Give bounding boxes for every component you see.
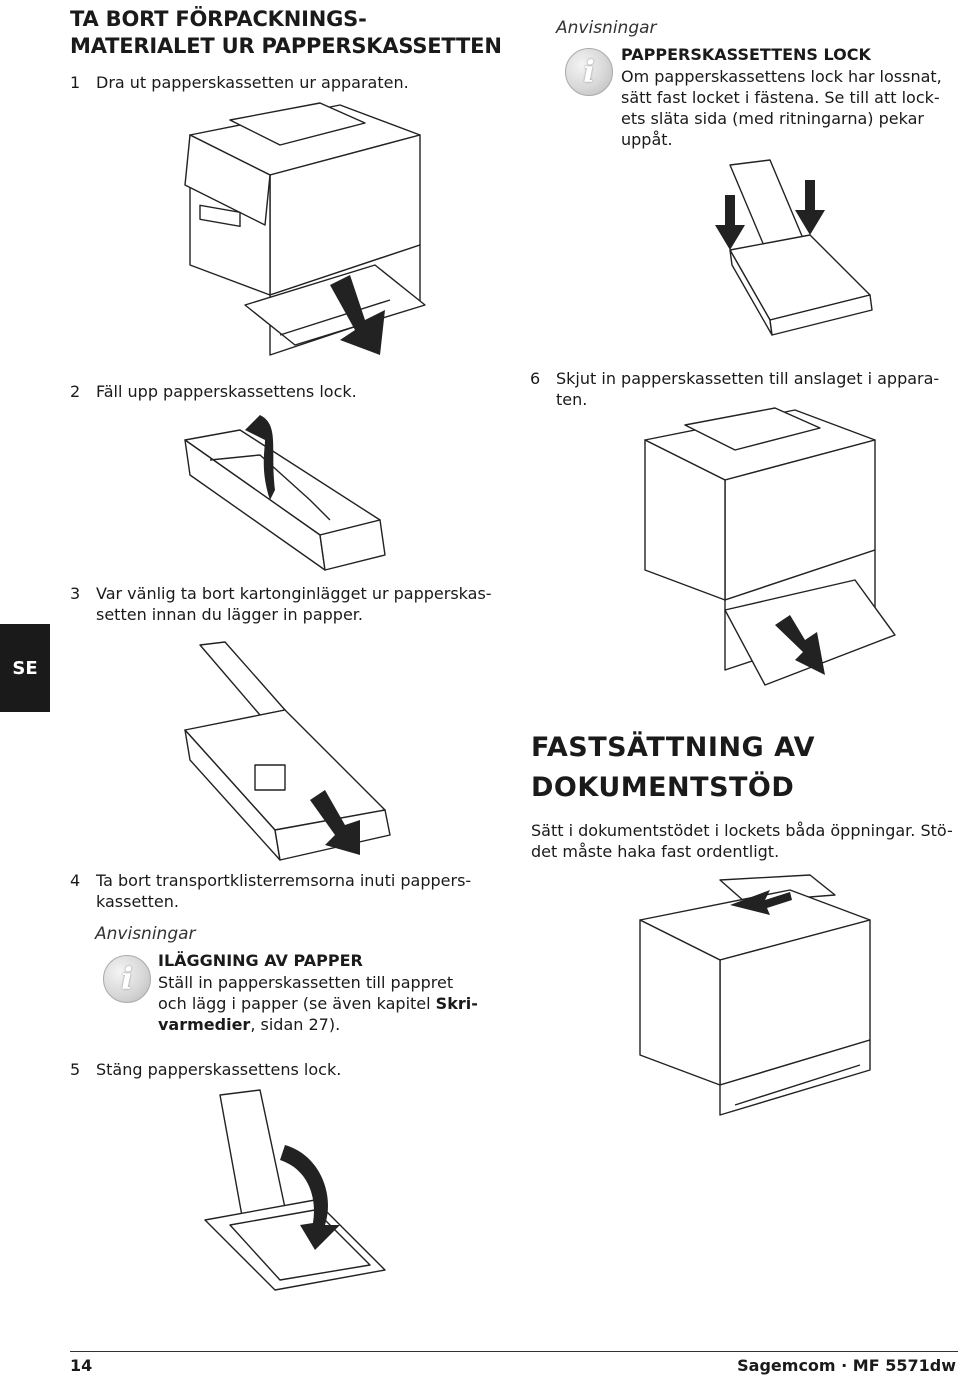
note-line-1: Om papperskassettens lock har lossnat,	[621, 67, 942, 86]
tray-lid-close-illustration	[204, 1089, 386, 1291]
step-text: Dra ut papperskassetten ur apparaten.	[96, 73, 409, 92]
step-number: 1	[70, 73, 81, 92]
note-title: PAPPERSKASSETTENS LOCK	[621, 45, 871, 64]
heading-line-2: DOKUMENTSTÖD	[531, 772, 795, 803]
section-heading-document-support: FASTSÄTTNING AV DOKUMENTSTÖD	[531, 728, 815, 808]
info-glyph: i	[121, 961, 133, 997]
product-name: Sagemcom · MF 5571dw	[737, 1356, 956, 1375]
heading-line-2: MATERIALET UR PAPPERSKASSETTEN	[70, 34, 502, 58]
note-line-2: och lägg i papper (se även kapitel Skri-	[158, 994, 478, 1013]
step-text: Fäll upp papperskassettens lock.	[96, 382, 357, 401]
printer-insert-tray-illustration	[644, 407, 896, 686]
printer-document-support-illustration	[639, 874, 871, 1116]
text-line-1: Sätt i dokumentstödet i lockets båda öpp…	[531, 821, 953, 840]
chapter-link-part-1: Skri-	[435, 994, 478, 1013]
note-label-right: Anvisningar	[556, 18, 657, 38]
step-text-line-2: setten innan du lägger in papper.	[96, 605, 363, 624]
step-text-line-1: Ta bort transportklisterremsorna inuti p…	[96, 871, 472, 890]
step-text: Stäng papperskassettens lock.	[96, 1060, 342, 1079]
info-icon: i	[103, 955, 151, 1003]
note-line-3: ets släta sida (med ritningarna) pekar	[621, 109, 924, 128]
step-3: 3 Var vänlig ta bort kartonginlägget ur p…	[70, 583, 492, 625]
step-text-line-2: ten.	[556, 390, 588, 409]
step-number: 4	[70, 871, 81, 890]
chapter-link-part-2: varmedier	[158, 1015, 251, 1034]
step-number: 6	[530, 369, 541, 388]
tray-cardboard-insert-illustration	[184, 641, 391, 861]
printer-pull-tray-illustration	[184, 102, 426, 356]
note-loading-paper: ILÄGGNING AV PAPPER Ställ in papperskass…	[158, 950, 478, 1035]
language-tab: SE	[0, 624, 50, 712]
page-number: 14	[70, 1356, 93, 1375]
step-number: 3	[70, 584, 81, 603]
step-text-line-1: Skjut in papperskassetten till anslaget …	[556, 369, 940, 388]
step-5: 5 Stäng papperskassettens lock.	[70, 1059, 341, 1080]
step-text-line-2: kassetten.	[96, 892, 179, 911]
note-label: Anvisningar	[95, 924, 196, 944]
tray-lid-attach-illustration	[715, 159, 873, 336]
heading-line-1: TA BORT FÖRPACKNINGS-	[70, 7, 367, 31]
step-number: 2	[70, 382, 81, 401]
note-tray-lid: PAPPERSKASSETTENS LOCK Om papperskassett…	[621, 44, 951, 150]
text-line-2: det måste haka fast ordentligt.	[531, 842, 780, 861]
section-heading-remove-packaging: TA BORT FÖRPACKNINGS- MATERIALET UR PAPP…	[70, 6, 502, 60]
info-glyph: i	[583, 54, 595, 90]
info-icon: i	[565, 48, 613, 96]
step-2: 2 Fäll upp papperskassettens lock.	[70, 381, 357, 402]
step-number: 5	[70, 1060, 81, 1079]
step-text-line-1: Var vänlig ta bort kartonginlägget ur pa…	[96, 584, 492, 603]
document-support-text: Sätt i dokumentstödet i lockets båda öpp…	[531, 820, 953, 862]
step-1: 1 Dra ut papperskassetten ur apparaten.	[70, 72, 409, 93]
language-tab-label: SE	[12, 657, 38, 679]
note-line-3: varmedier, sidan 27).	[158, 1015, 341, 1034]
note-line-4: uppåt.	[621, 130, 673, 149]
heading-line-1: FASTSÄTTNING AV	[531, 732, 816, 763]
footer-divider	[70, 1351, 958, 1352]
step-4: 4 Ta bort transportklisterremsorna inuti …	[70, 870, 471, 912]
note-title: ILÄGGNING AV PAPPER	[158, 951, 363, 970]
step-6: 6 Skjut in papperskassetten till anslaget…	[530, 368, 939, 410]
note-line-1: Ställ in papperskassetten till pappret	[158, 973, 454, 992]
note-line-2: sätt fast locket i fästena. Se till att …	[621, 88, 940, 107]
tray-lid-open-illustration	[184, 415, 386, 571]
